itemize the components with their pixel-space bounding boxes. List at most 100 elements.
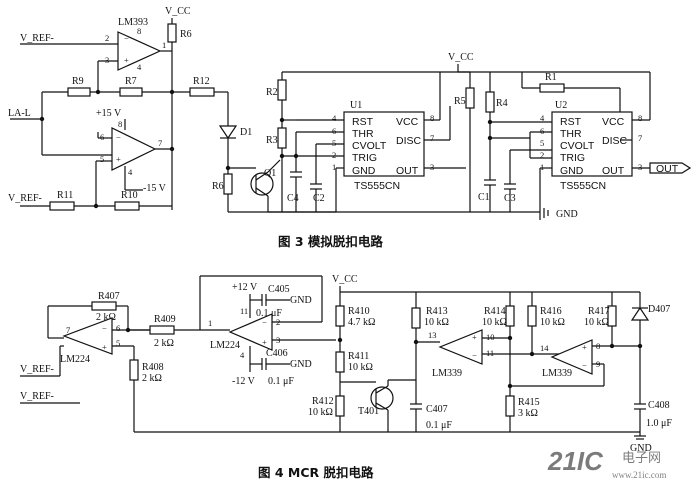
svg-text:−: − (472, 350, 477, 360)
transistor-t401 (370, 386, 394, 410)
figure-4-mcr-trip-circuit: R407 2 kΩ 7 6 5 − + LM224 R408 2 kΩ V_RE… (20, 274, 672, 454)
diode-d407 (630, 306, 650, 321)
minus15-label: -15 V (143, 183, 167, 194)
r413-value: 10 kΩ (424, 317, 449, 328)
resistor-r407 (91, 301, 117, 311)
resistor-r5 (465, 87, 475, 109)
c407-label: C407 (426, 404, 448, 415)
r407-value: 2 kΩ (96, 312, 116, 323)
vcc-fig4-label: V_CC (332, 274, 358, 285)
u1-pin-rst: RST (352, 116, 374, 128)
svg-text:−: − (582, 360, 587, 370)
svg-text:3: 3 (638, 162, 642, 172)
r415-value: 3 kΩ (518, 408, 538, 419)
u1-pin-disc: DISC (396, 135, 422, 147)
plus12-label: +12 V (232, 282, 258, 293)
opamp-middle (111, 127, 157, 171)
svg-text:+: + (262, 337, 267, 347)
svg-text:5: 5 (116, 338, 120, 348)
c406-value: 0.1 μF (268, 376, 294, 387)
lm224-left (62, 317, 113, 355)
r9-label: R9 (72, 76, 84, 87)
diode-d1 (218, 125, 238, 140)
c4-label: C4 (287, 193, 299, 204)
svg-text:+: + (102, 342, 107, 352)
u1-pin-vcc: VCC (396, 116, 419, 128)
figure-3-analog-trip-circuit: V_REF- LA-L V_REF- LM393 2 3 − + 8 4 1 V… (8, 6, 692, 220)
c405-label: C405 (268, 284, 290, 295)
u2-pin-rst: RST (560, 116, 582, 128)
r412-value: 10 kΩ (308, 407, 333, 418)
vcc-label-2: V_CC (448, 52, 474, 63)
resistor-r415 (505, 395, 515, 417)
r414-label: R414 (484, 306, 506, 317)
svg-text:7: 7 (158, 138, 162, 148)
d407-label: D407 (648, 304, 670, 315)
r415-label: R415 (518, 397, 540, 408)
c407-value: 0.1 μF (426, 420, 452, 431)
svg-text:5: 5 (332, 138, 336, 148)
minus12-label: -12 V (232, 376, 256, 387)
c408-label: C408 (648, 400, 670, 411)
c3-label: C3 (504, 193, 516, 204)
svg-text:7: 7 (638, 133, 642, 143)
lm339-a (438, 329, 483, 365)
la-input-label: LA-L (8, 108, 31, 119)
svg-text:2: 2 (332, 150, 336, 160)
r12-label: R12 (193, 76, 210, 87)
d1-label: D1 (240, 127, 252, 138)
vcc-label-1: V_CC (165, 6, 191, 17)
vref-bottom-label: V_REF- (8, 193, 42, 204)
out-port (649, 162, 692, 174)
u1-label: U1 (350, 100, 362, 111)
svg-text:1: 1 (162, 40, 166, 50)
svg-text:1: 1 (332, 162, 336, 172)
resistor-r414 (505, 305, 515, 327)
svg-text:4: 4 (137, 62, 142, 72)
r412-label: R412 (312, 396, 334, 407)
r4-label: R4 (496, 98, 508, 109)
svg-text:3: 3 (105, 55, 109, 65)
c2-label: C2 (313, 193, 325, 204)
u1-pin-gnd: GND (352, 165, 376, 177)
u2-pin-vcc: VCC (602, 116, 625, 128)
svg-text:4: 4 (540, 113, 545, 123)
vref-a-label: V_REF- (20, 364, 54, 375)
svg-text:8: 8 (118, 119, 122, 129)
watermark-logo: 21IC 电子网 www.21ic.com (547, 446, 666, 480)
svg-text:11: 11 (486, 348, 494, 358)
u2-pin-trig: TRIG (560, 152, 585, 164)
r407-label: R407 (98, 291, 120, 302)
u1-pin-thr: THR (352, 128, 374, 140)
u2-label: U2 (555, 100, 567, 111)
lm339-b-label: LM339 (542, 368, 572, 379)
plus15-label: +15 V (96, 108, 122, 119)
watermark-url: www.21ic.com (612, 470, 666, 480)
svg-text:−: − (262, 317, 267, 327)
svg-text:+: + (124, 55, 129, 65)
c408-value: 1.0 μF (646, 418, 672, 429)
r3-label: R3 (266, 135, 278, 146)
c405-value: 0.1 μF (256, 308, 282, 319)
svg-text:−: − (102, 323, 107, 333)
resistor-r4 (485, 91, 495, 113)
svg-text:6: 6 (116, 323, 120, 333)
lm393-label: LM393 (118, 17, 148, 28)
resistor-r1 (539, 83, 565, 93)
gnd-label-fig3: GND (556, 209, 578, 220)
u1-pin-out: OUT (396, 165, 419, 177)
r2-label: R2 (266, 87, 278, 98)
vref-top-label: V_REF- (20, 33, 54, 44)
u2-pin-thr: THR (560, 128, 582, 140)
svg-text:13: 13 (428, 330, 437, 340)
svg-text:6: 6 (540, 126, 544, 136)
resistor-r9 (67, 87, 91, 97)
svg-text:−: − (124, 33, 129, 43)
svg-text:3: 3 (430, 162, 434, 172)
lm339-b (550, 339, 593, 375)
u1-pin-trig: TRIG (352, 152, 377, 164)
r6-top-label: R6 (180, 29, 192, 40)
svg-text:6: 6 (332, 126, 336, 136)
r417-label: R417 (588, 306, 610, 317)
